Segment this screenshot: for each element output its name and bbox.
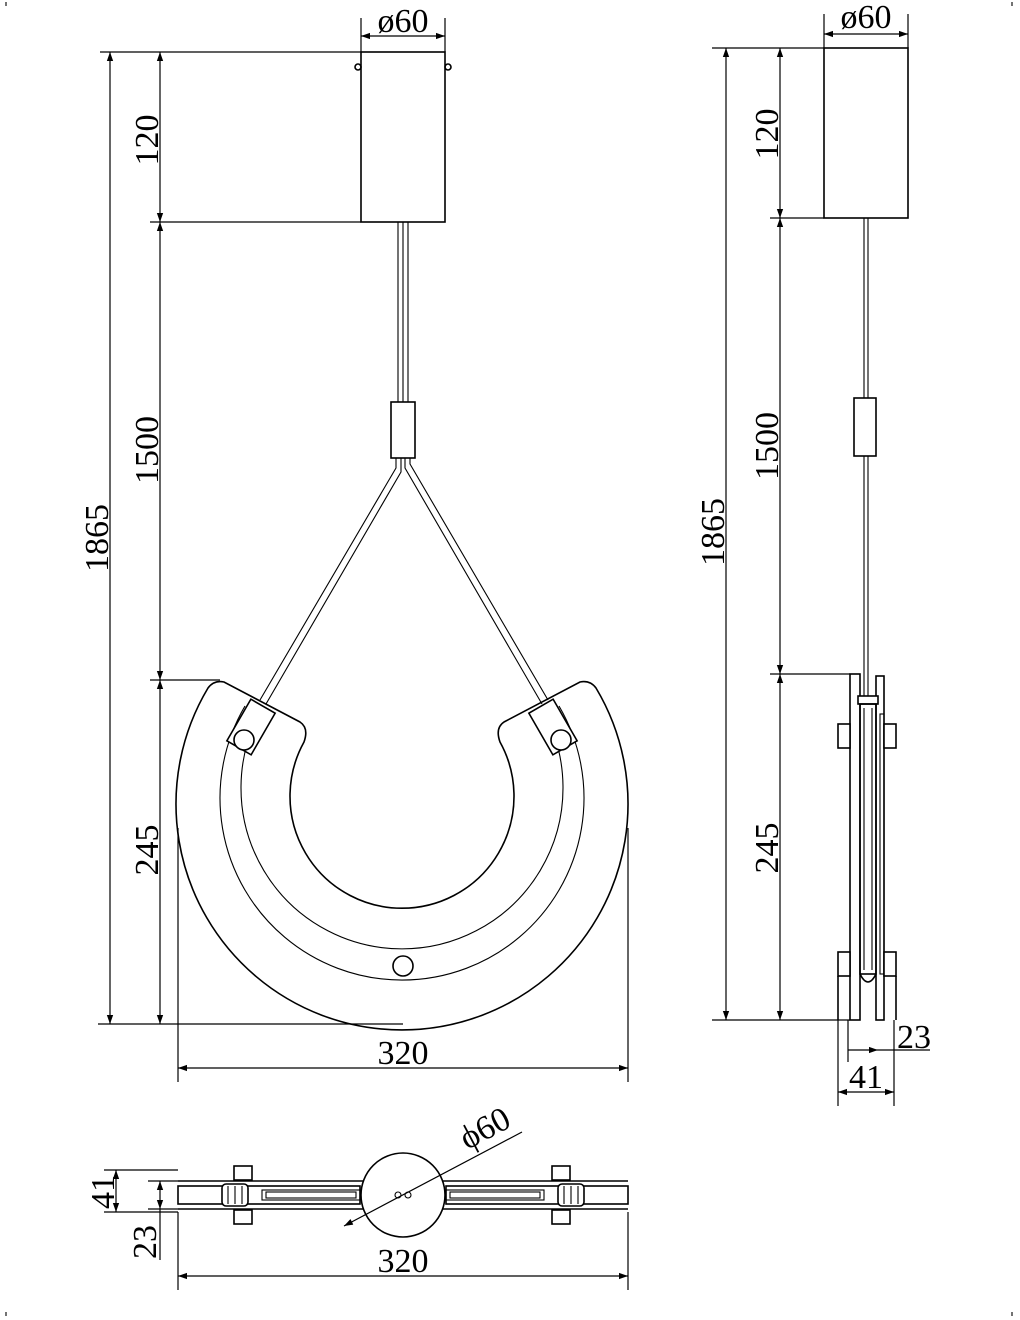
- side-canopy: [823, 47, 909, 219]
- top-view: ϕ60 41 23 320: [85, 1100, 629, 1290]
- top-dim-width: 320: [378, 1243, 429, 1280]
- front-dim-canopy-diameter: ø60: [378, 3, 429, 40]
- corner-marks: [5, 2, 1013, 1316]
- front-light-node: [392, 955, 414, 977]
- side-dim-canopy-diameter: ø60: [841, 0, 892, 36]
- top-left-arm: [177, 1165, 361, 1225]
- front-dimensions: [98, 18, 629, 1082]
- side-dim-total-height: 1865: [695, 498, 732, 566]
- side-dim-depth-inner: 23: [897, 1019, 931, 1056]
- top-dimensions: [104, 1131, 629, 1290]
- front-light-node: [233, 729, 255, 751]
- front-canopy: [360, 51, 446, 223]
- side-dim-cable-length: 1500: [749, 412, 786, 480]
- front-dim-canopy-height: 120: [129, 115, 166, 166]
- front-light-node: [550, 729, 572, 751]
- front-dim-cable-length: 1500: [129, 416, 166, 484]
- front-cables: [259, 222, 549, 705]
- front-ring: [175, 680, 629, 1031]
- top-dim-depth-outer: 41: [85, 1175, 122, 1209]
- side-cable-gripper: [853, 397, 877, 457]
- front-dim-total-height: 1865: [79, 504, 116, 572]
- front-dim-ring-height: 245: [129, 825, 166, 876]
- front-dim-width: 320: [378, 1035, 429, 1072]
- side-dim-depth-outer: 41: [849, 1059, 883, 1096]
- side-dim-canopy-height: 120: [749, 109, 786, 160]
- top-right-arm: [445, 1165, 629, 1225]
- top-dim-depth-inner: 23: [127, 1225, 164, 1259]
- side-ring-profile: [837, 673, 897, 1021]
- front-cable-gripper: [390, 401, 416, 459]
- side-cable: [853, 218, 877, 696]
- side-dimensions: [712, 14, 930, 1106]
- side-view: ø60 1865 120 1500 245 23 41: [695, 0, 931, 1106]
- top-dim-canopy-diameter: ϕ60: [453, 1100, 516, 1157]
- front-view: ø60 1865 120 1500 245 320: [79, 3, 629, 1082]
- side-dim-ring-height: 245: [749, 823, 786, 874]
